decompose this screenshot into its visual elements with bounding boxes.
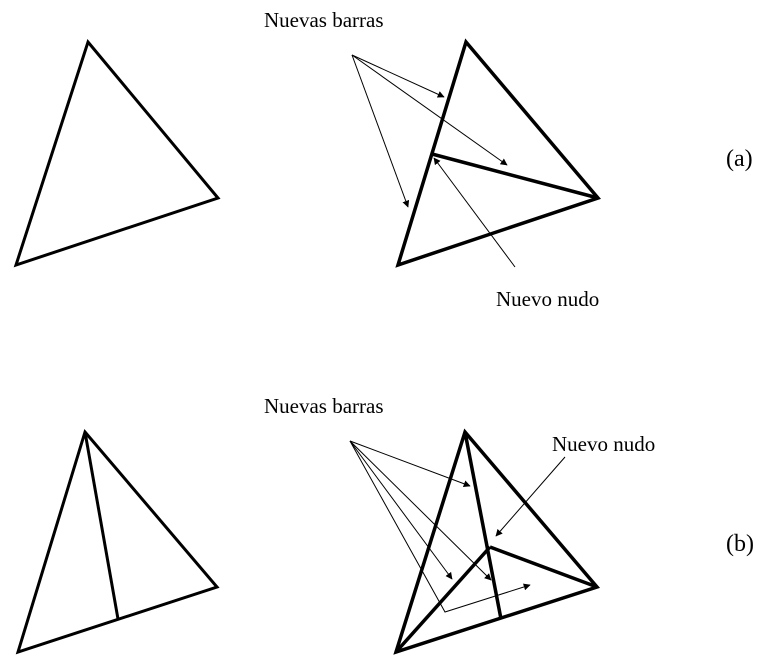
arrow-a-2: [351, 54, 508, 166]
original-triangle-b: [15, 428, 220, 655]
new-node-label-a: Nuevo nudo: [496, 287, 599, 311]
new-bars-label-b: Nuevas barras: [264, 394, 384, 418]
original-triangle-a: [13, 38, 221, 268]
refined-triangle-b: [393, 428, 601, 655]
arrow-a-3: [351, 54, 410, 208]
panel-tag-a: (a): [726, 146, 753, 172]
existing-bar-b-refined: [463, 431, 503, 620]
panel-tag-b: (b): [726, 531, 754, 557]
existing-bar-b: [83, 431, 120, 620]
new-bars-arrows-b: [349, 440, 531, 613]
new-bars-label-a: Nuevas barras: [264, 8, 384, 32]
arrow-b-1: [349, 440, 471, 488]
new-bar-b-1: [489, 545, 598, 589]
arrow-b-3: [349, 440, 492, 581]
panel-a: Nuevas barras Nuevo nudo (a): [13, 8, 753, 311]
new-node-arrow-a: [433, 157, 516, 268]
new-node-label-b: Nuevo nudo: [552, 432, 655, 456]
arrow-b-4: [349, 440, 531, 613]
new-bar-b-2: [394, 545, 492, 654]
panel-b: Nuevas barras Nuevo nudo (b): [15, 394, 754, 655]
new-bar-a: [431, 152, 599, 200]
new-node-arrow-b: [495, 456, 566, 537]
arrow-a-1: [351, 54, 445, 98]
arrow-b-2: [349, 440, 453, 580]
new-bars-arrows-a: [351, 54, 508, 208]
refined-triangle-a: [395, 38, 602, 268]
